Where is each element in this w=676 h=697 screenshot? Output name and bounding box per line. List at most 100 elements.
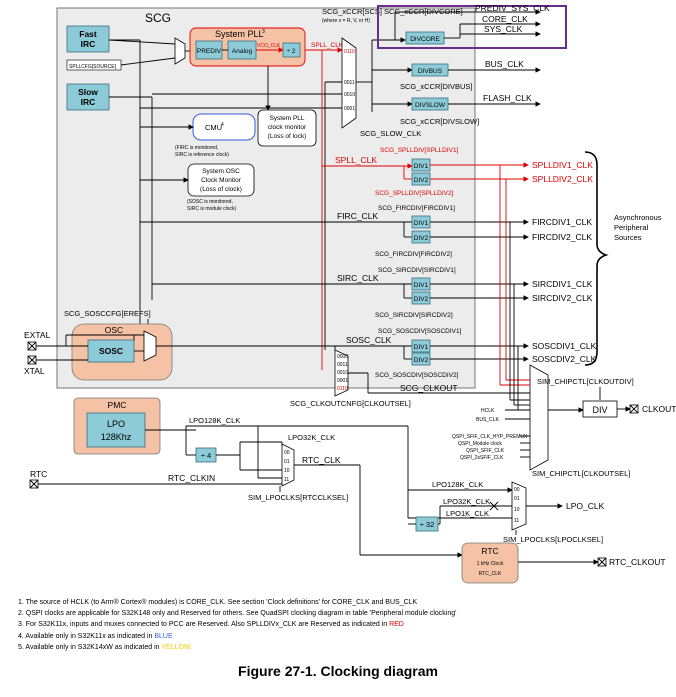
spll-div1-reg: SCG_SPLLDIV[SPLLDIV1]	[380, 147, 459, 154]
xccr-scs-label: SCG_xCCR[SCS]	[322, 7, 382, 16]
system-pll-title: System PLL	[215, 29, 264, 39]
pll-monitor-3: (Loss of lock)	[268, 133, 307, 140]
scs-mux-in-1: 0011	[344, 80, 355, 86]
soscdiv2-clk-label: SOSCDIV2_CLK	[532, 354, 597, 364]
lpo-freq-label: 128Khz	[101, 432, 132, 442]
soscdiv1-clk-label: SOSCDIV1_CLK	[532, 341, 597, 351]
note-5-yellow: YELLOW	[161, 643, 191, 651]
sosc-div2-label: DIV2	[414, 357, 429, 364]
sirc-div1-reg: SCG_SIRCDIV[SIRCDIV1]	[378, 267, 456, 274]
lpo1k-clk-label: LPO1K_CLK	[446, 509, 489, 518]
lpoclksel-label: SIM_LPOCLKS[LPOCLKSEL]	[503, 535, 603, 544]
firc-div2-label: DIV2	[414, 235, 429, 242]
spll-div2-reg: SCG_SPLLDIV[SPLLDIV2]	[375, 190, 454, 197]
note-1: 1. The source of HCLK (to Arm® Cortex® m…	[18, 599, 418, 606]
scg-title: SCG	[145, 11, 171, 25]
spllcfg-source-label: SPLLCFG[SOURCE]	[69, 64, 117, 70]
slow-irc-label-2: IRC	[81, 97, 96, 107]
splldiv1-clk-label: SPLLDIV1_CLK	[532, 160, 593, 170]
scs-mux-in-3: 0001	[344, 106, 355, 112]
async-label-2: Peripheral	[614, 223, 649, 232]
sirc-div2-label: DIV2	[414, 296, 429, 303]
rtc-block	[461, 542, 519, 584]
spll-clk-label: SPLL_CLK	[311, 42, 344, 49]
note-4-blue: BLUE	[154, 632, 173, 640]
spll-div1-label: DIV1	[414, 163, 429, 170]
divbus-label: DIVBUS	[418, 68, 443, 75]
firc-div2-reg: SCG_FIRCDIV[FIRCDIV2]	[375, 251, 452, 258]
bus-clk-label: BUS_CLK	[485, 59, 524, 69]
clkout-mux-in-4: 0110	[337, 386, 348, 392]
note-3-red: RED	[389, 621, 404, 629]
lpo-mux-in-3: 11	[514, 518, 519, 524]
sim-mux-small-4: QSPI_SFIF_CLK	[466, 448, 505, 454]
xccr-divbus-label: SCG_xCCR[DIVBUS]	[400, 82, 473, 91]
osc-title: OSC	[105, 325, 123, 335]
figure-caption: Figure 27-1. Clocking diagram	[238, 663, 438, 679]
note-4-text: 4. Available only in S32K11x as indicate…	[18, 632, 155, 640]
cmu-box	[192, 113, 256, 141]
xccr-scs-note: (where x = R, V, or H)	[322, 18, 370, 24]
firc-clk-label: FIRC_CLK	[337, 211, 378, 221]
sirc-div2-reg: SCG_SIRCDIV[SIRCDIV2]	[375, 312, 453, 319]
analog-label: Analog	[232, 48, 253, 55]
clkout-mux-in-2: 0010	[337, 370, 348, 376]
cmu-note-1: (FIRC is monitored,	[175, 145, 218, 151]
note-3-text: 3. For S32K11x, inputs and muxes connect…	[18, 621, 390, 629]
rtc-pin-label: RTC	[30, 469, 47, 479]
spll-clk-line-label: SPLL_CLK	[335, 155, 377, 165]
lpo-clk-label: LPO_CLK	[566, 501, 605, 511]
rtc-clk-sim-label: RTC_CLK	[302, 455, 341, 465]
sim-mux-small-3: QSPI_Module clock	[458, 441, 502, 447]
pll-source-mux	[174, 37, 186, 65]
div4-label: ÷ 4	[201, 451, 211, 460]
osc-monitor-1: System OSC	[202, 168, 240, 175]
clkout-div-label: DIV	[592, 405, 607, 415]
fast-irc-label-1: Fast	[79, 29, 97, 39]
lpo-mux-in-0: 00	[514, 487, 520, 493]
div32-label: ÷ 32	[420, 520, 435, 529]
osc-note-2: SIRC is module clock)	[187, 206, 237, 212]
scs-mux-in-0: 0110	[344, 49, 355, 55]
rtc-mux-in-2: 10	[284, 468, 290, 474]
fircdiv2-clk-label: FIRCDIV2_CLK	[532, 232, 592, 242]
pll-monitor-box	[257, 109, 317, 147]
footnotes: 1. The source of HCLK (to Arm® Cortex® m…	[18, 597, 658, 653]
clkout-mux-in-0: 0000	[337, 354, 348, 360]
note-5-text: 5. Available only in S32K14xW as indicat…	[18, 643, 162, 651]
cmu-sup: 4	[221, 122, 224, 128]
rtc-clock-label: 1 kHz Clock	[477, 561, 504, 567]
sirc-clk-label: SIRC_CLK	[337, 273, 379, 283]
scs-mux	[341, 37, 357, 129]
slow-core-clk-label: SCG_SLOW_CLK	[360, 129, 421, 138]
core-clk-label: CORE_CLK	[482, 14, 528, 24]
xccr-divslow-label: SCG_xCCR[DIVSLOW]	[400, 117, 479, 126]
system-pll-sup: 3	[262, 29, 265, 35]
sim-mux-small-1: BUS_CLK	[476, 417, 499, 423]
pmc-title: PMC	[108, 400, 127, 410]
sim-clkoutdiv-label: SIM_CHIPCTL[CLKOUTDIV]	[537, 377, 634, 386]
lpo128k-clk-label: LPO128K_CLK	[189, 416, 240, 425]
clkout-mux-in-1: 0011	[337, 362, 348, 368]
note-3: 3. For S32K11x, inputs and muxes connect…	[18, 619, 658, 630]
rtc-clkout-label: RTC_CLKOUT	[609, 557, 666, 567]
sim-mux-small-2: QSPI_SFIF_CLK_HYP_PREMUX	[452, 434, 528, 440]
async-label-3: Sources	[614, 233, 642, 242]
splldiv2-clk-label: SPLLDIV2_CLK	[532, 174, 593, 184]
scs-mux-in-2: 0010	[344, 92, 355, 98]
rtc-mux-in-1: 01	[284, 459, 290, 465]
clkout-label: CLKOUT	[642, 404, 676, 414]
xtal-label: XTAL	[24, 366, 45, 376]
note-4: 4. Available only in S32K11x as indicate…	[18, 631, 658, 642]
spll-div2-label: DIV2	[414, 177, 429, 184]
rtc-title: RTC	[481, 546, 498, 556]
lpo-mux-in-2: 10	[514, 507, 520, 513]
prediv-sys-clk-label: PREDIV_SYS_CLK	[475, 3, 550, 13]
sosc-div2-reg: SCG_SOSCDIV[SOSCDIV2]	[375, 372, 459, 379]
sim-mux-small-0: HCLK	[481, 408, 495, 414]
lpo32k-clk-label: LPO32K_CLK	[288, 433, 335, 442]
clkoutsel-mux	[334, 349, 349, 397]
sirc-div1-label: DIV1	[414, 282, 429, 289]
